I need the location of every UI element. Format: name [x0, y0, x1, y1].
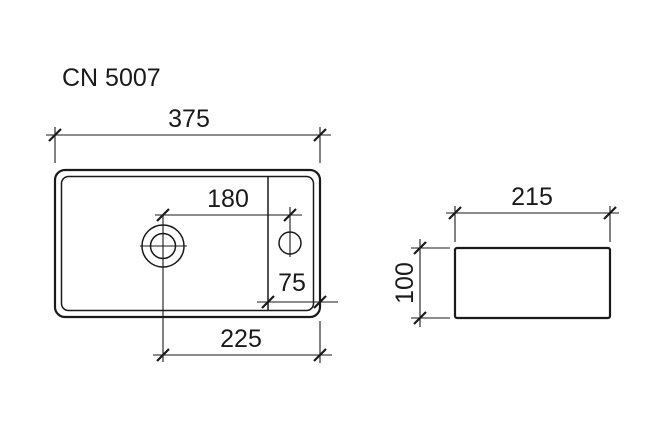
dim-label-drain-to-edge: 225	[220, 325, 262, 353]
tick-mark	[448, 206, 462, 220]
side-view-outline	[453, 246, 612, 320]
tick-mark	[603, 206, 617, 220]
tick-mark	[156, 208, 170, 222]
dim-label-side-width: 215	[511, 183, 553, 211]
model-label: CN 5007	[62, 64, 161, 92]
tick-mark	[313, 295, 327, 309]
tick-mark	[413, 241, 427, 255]
tick-mark	[413, 311, 427, 325]
tick-mark	[313, 348, 327, 362]
sink-outer-outline	[53, 168, 322, 319]
dim-drain-to-faucet: 180	[155, 185, 302, 222]
side-view	[453, 246, 612, 320]
sink-inner-outline	[60, 175, 315, 312]
tick-mark	[261, 295, 275, 309]
top-view	[53, 168, 322, 362]
dim-faucet-deck: 75	[257, 269, 338, 309]
tick-mark	[283, 208, 297, 222]
dim-side-width: 215	[446, 183, 619, 242]
dim-overall-width: 375	[46, 105, 331, 163]
tick-mark	[48, 128, 62, 142]
dim-label-drain-to-faucet: 180	[207, 185, 249, 213]
tick-mark	[313, 128, 327, 142]
dim-side-height: 100	[391, 239, 450, 327]
tick-mark	[156, 348, 170, 362]
dim-drain-to-edge: 225	[153, 321, 332, 363]
dim-label-overall-width: 375	[168, 105, 210, 133]
dim-label-faucet-deck: 75	[278, 269, 306, 297]
dim-label-side-height: 100	[391, 262, 419, 304]
